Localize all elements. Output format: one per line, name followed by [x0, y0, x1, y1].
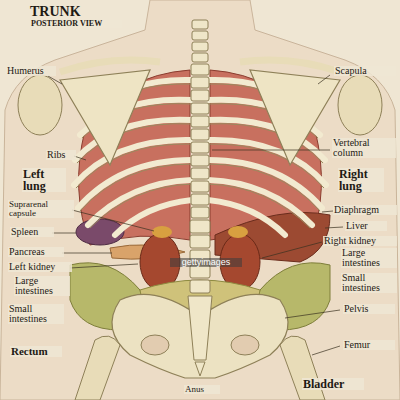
diagram-title: TRUNK — [30, 4, 81, 20]
part-label: Diaphragm — [333, 205, 397, 215]
part-label: Large intestines — [14, 276, 70, 296]
part-label: Small intestines — [341, 273, 397, 293]
part-label: Liver — [345, 221, 387, 231]
part-label: Large intestines — [341, 248, 397, 268]
part-label: Suprarenal capsule — [8, 200, 74, 218]
part-label: Small intestines — [8, 304, 64, 324]
part-label: Humerus — [6, 66, 56, 76]
watermark: gettyimages — [170, 258, 242, 267]
part-label: Rectum — [10, 346, 62, 357]
part-label: Bladder — [302, 378, 364, 390]
part-label: Femur — [343, 340, 395, 350]
part-label: Anus — [184, 385, 220, 394]
part-label: Left kidney — [8, 262, 72, 272]
part-label: Right kidney — [323, 236, 397, 246]
part-label: Pelvis — [343, 304, 395, 314]
part-label: Left lung — [22, 168, 66, 192]
part-label: Pancreas — [8, 247, 64, 257]
part-label: Ribs — [46, 150, 76, 160]
part-label: Spleen — [10, 227, 54, 237]
subtitle: POSTERIOR VIEW — [30, 20, 122, 28]
part-label: Scapula — [334, 66, 396, 76]
part-label: Vertebral column — [332, 138, 396, 158]
part-label: Right lung — [338, 168, 384, 192]
